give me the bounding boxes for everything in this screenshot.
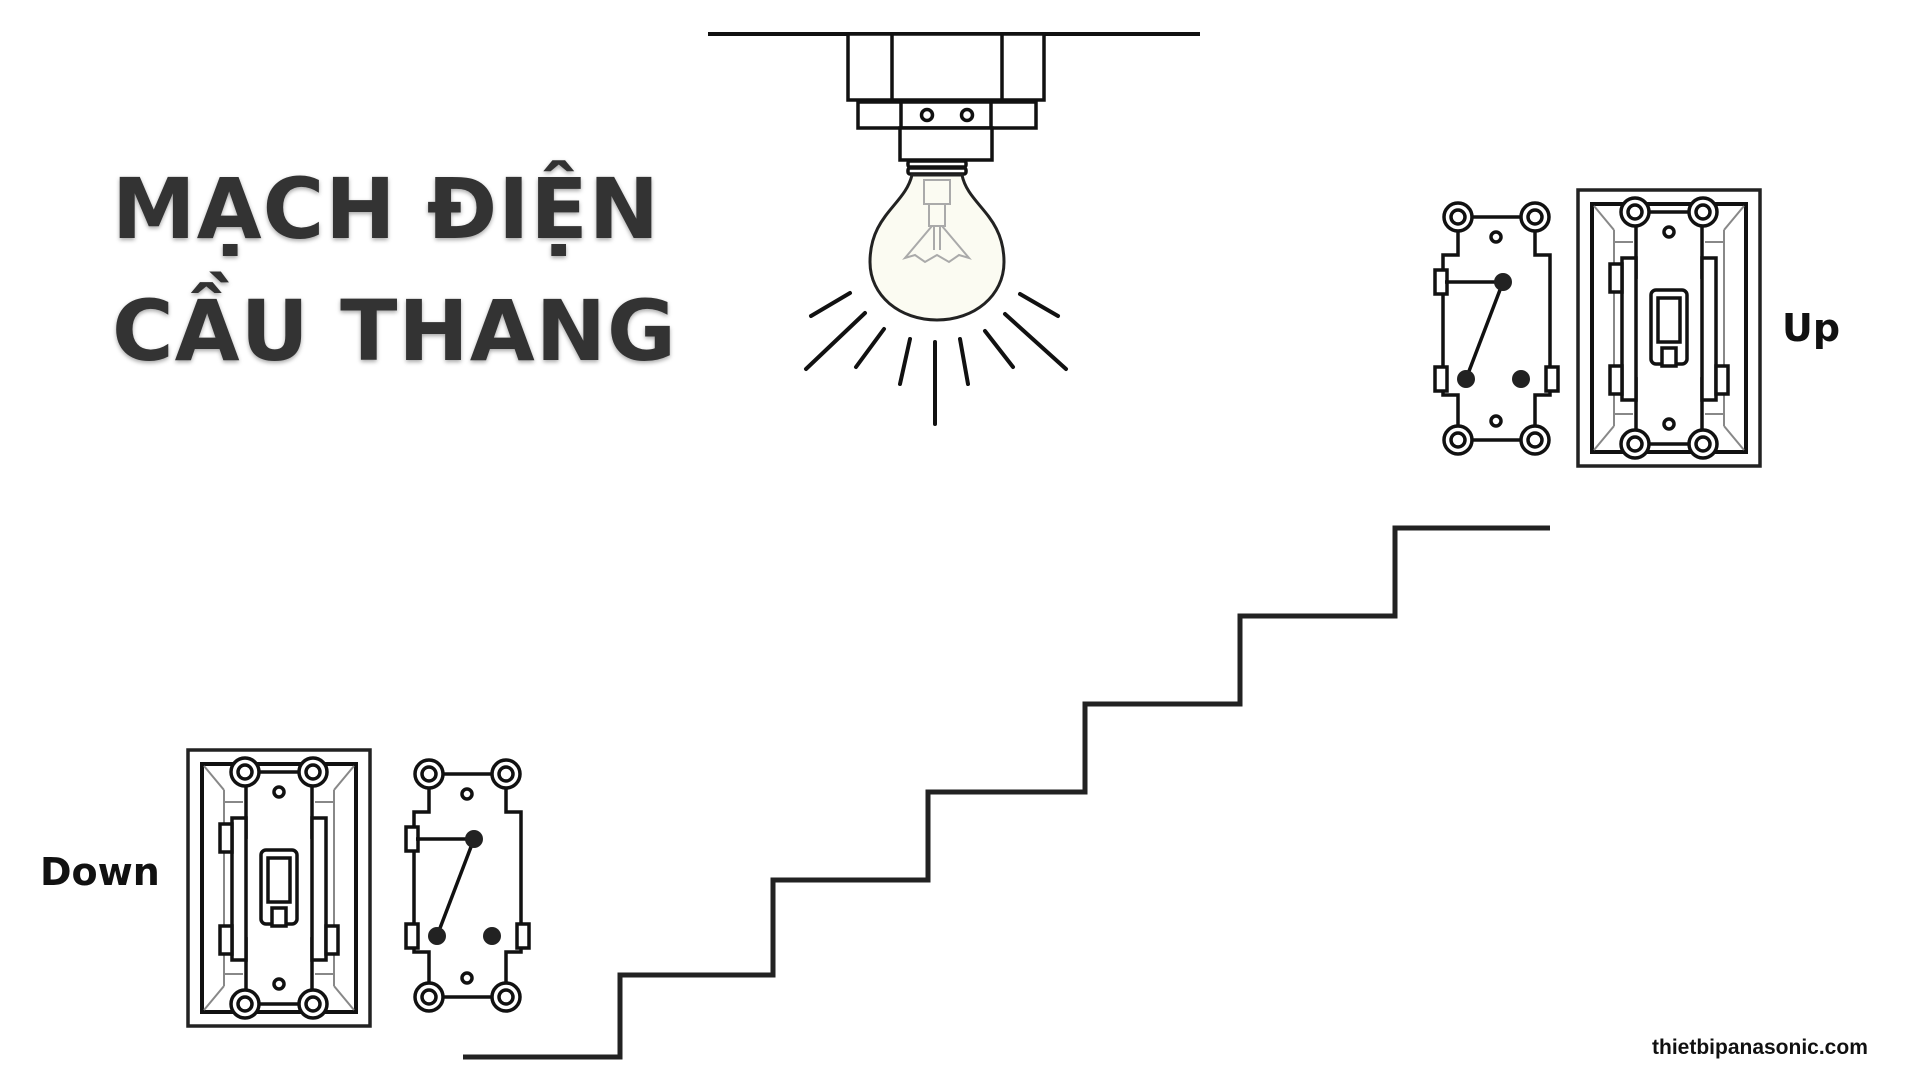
label-down: Down xyxy=(40,850,160,894)
staircase xyxy=(463,525,1550,1060)
page-title: MẠCH ĐIỆN CẦU THANG xyxy=(112,148,677,392)
switch-down-mechanism xyxy=(404,758,531,1013)
switch-down-plate xyxy=(186,748,372,1028)
label-up: Up xyxy=(1782,306,1841,350)
title-line-1: MẠCH ĐIỆN xyxy=(112,160,661,258)
watermark: thietbipanasonic.com xyxy=(1652,1036,1868,1059)
light-rays xyxy=(804,291,1068,426)
light-bulb-icon xyxy=(868,173,1006,322)
title-line-2: CẦU THANG xyxy=(112,282,677,380)
lamp-fixture xyxy=(846,32,1046,176)
switch-up-mechanism xyxy=(1433,201,1560,456)
switch-up-plate xyxy=(1576,188,1762,468)
